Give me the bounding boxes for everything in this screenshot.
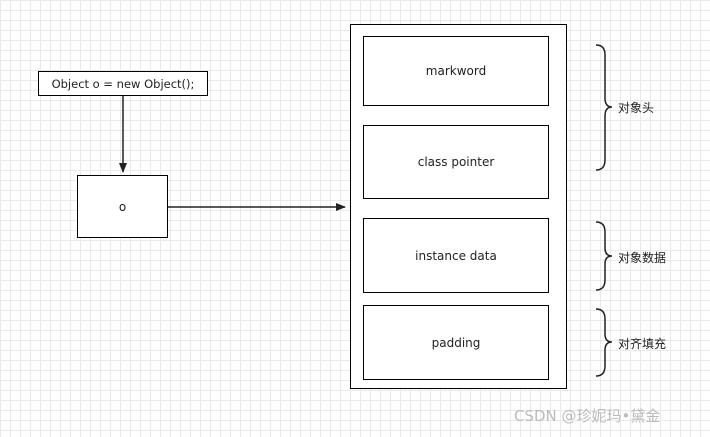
padding-label: padding [431, 335, 481, 350]
instance-data-label: instance data [415, 248, 497, 263]
instance-data-brace [595, 221, 613, 291]
alignment-padding-group-label: 对齐填充 [618, 337, 667, 351]
object-header-brace [595, 44, 613, 171]
reference-variable-box: o [77, 175, 168, 238]
markword-label: markword [425, 64, 487, 78]
markword-field: markword [363, 36, 549, 106]
class-pointer-field: class pointer [363, 125, 549, 199]
reference-variable-label: o [118, 199, 127, 214]
instance-data-group-label: 对象数据 [618, 251, 667, 265]
padding-brace [595, 308, 613, 377]
object-header-group-label: 对象头 [618, 101, 655, 115]
csdn-watermark: CSDN @珍妮玛•黛金 [514, 407, 661, 425]
code-statement-box: Object o = new Object(); [38, 71, 208, 96]
padding-field: padding [363, 305, 549, 380]
instance-data-field: instance data [363, 218, 549, 293]
code-statement-text: Object o = new Object(); [51, 76, 195, 91]
class-pointer-label: class pointer [417, 155, 495, 169]
